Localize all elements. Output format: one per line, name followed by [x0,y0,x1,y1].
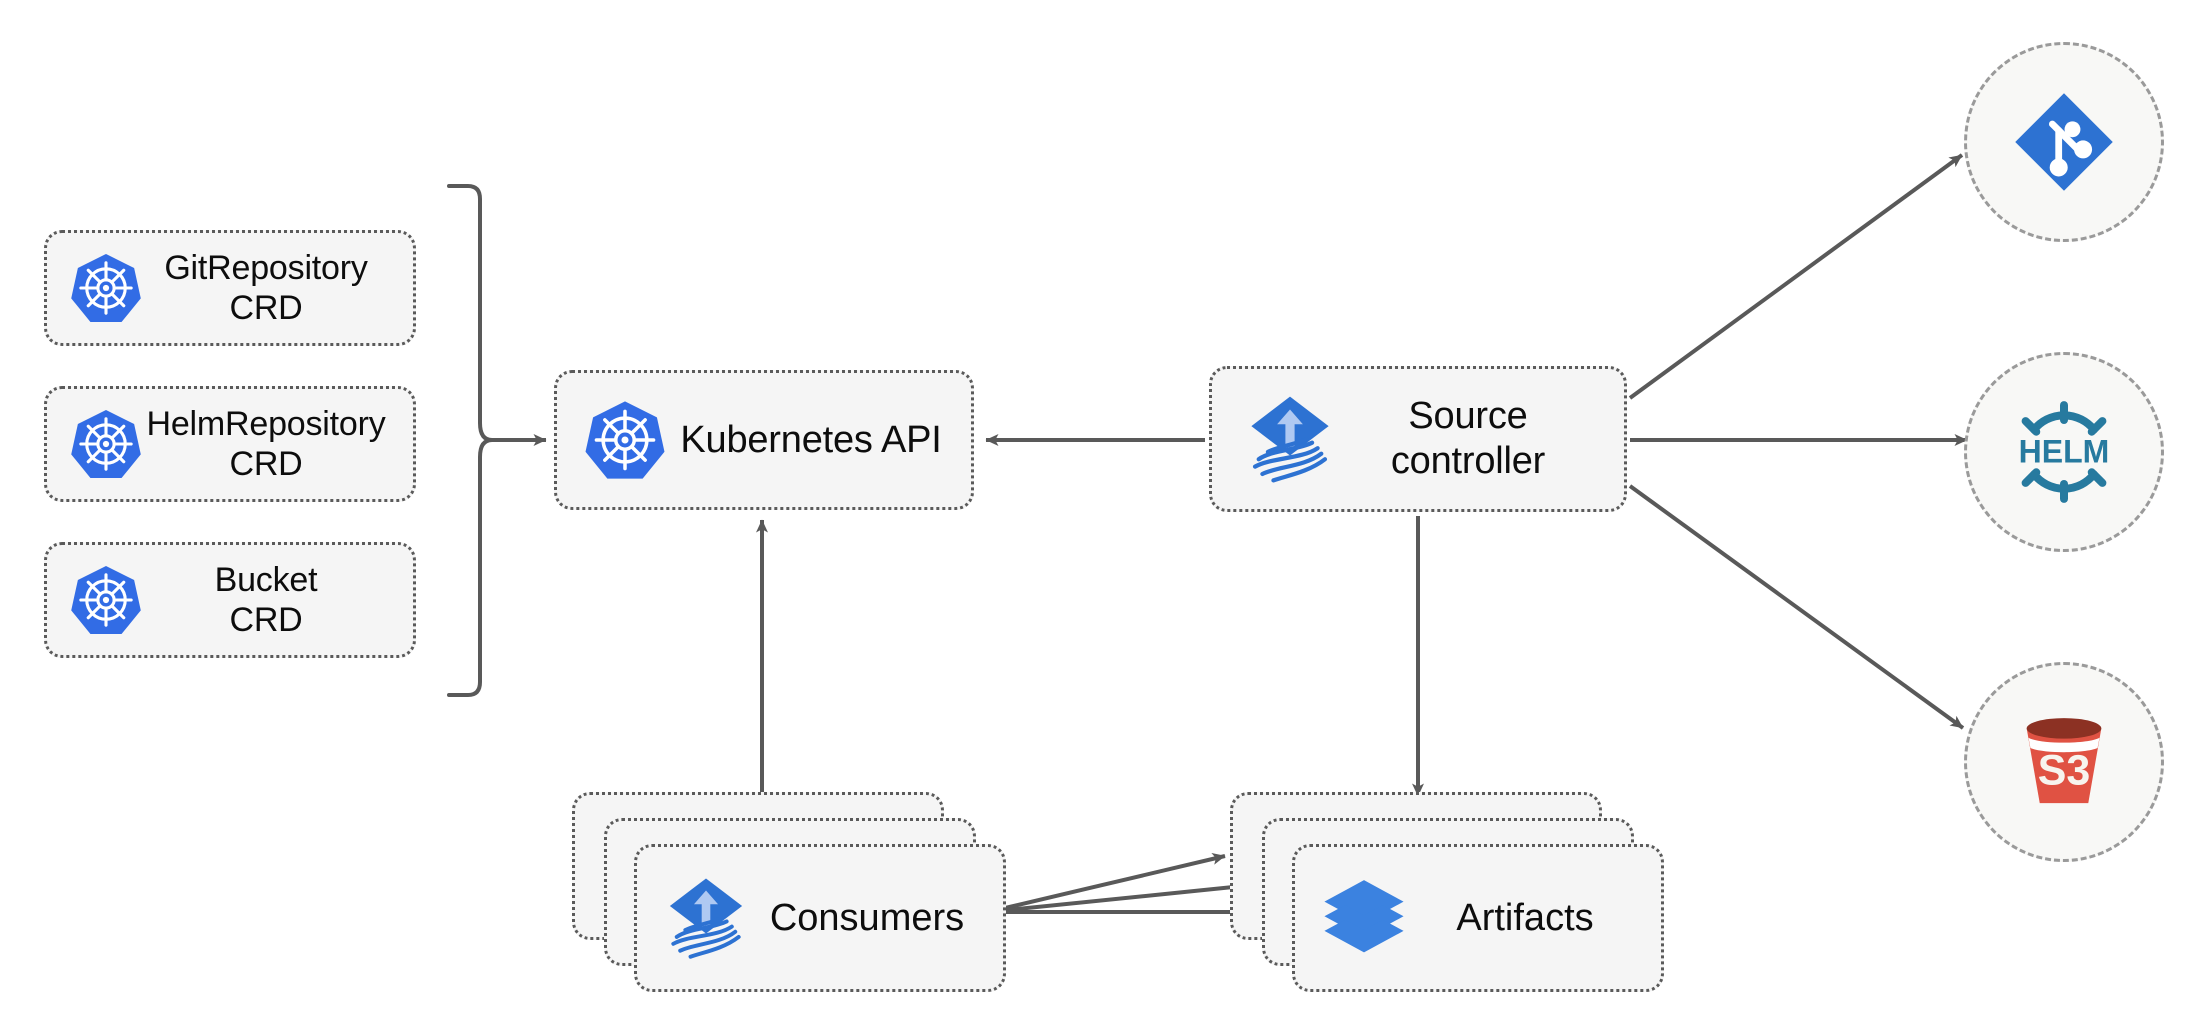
crd-card-label: Bucket CRD [214,560,318,639]
crd-card-label: GitRepository CRD [164,248,368,327]
node-label: Artifacts [1456,896,1594,939]
consumers-card-front[interactable]: Consumers [634,844,1006,992]
s3-icon: S3 [2008,706,2120,818]
crd-group-brace [447,184,547,697]
flux-icon [1244,393,1336,485]
artifacts-card-front[interactable]: Artifacts [1292,844,1664,992]
crd-card-bucket[interactable]: Bucket CRD [44,542,416,658]
kubernetes-icon [69,407,143,481]
source-circle-helm[interactable]: HELM [1964,352,2164,552]
crd-card-helmrepository[interactable]: HelmRepository CRD [44,386,416,502]
node-label: Kubernetes API [680,418,942,461]
node-artifacts-stack[interactable]: Artifacts [1230,792,1664,1002]
crd-card-label: HelmRepository CRD [146,404,386,483]
helm-icon: HELM [2000,388,2128,516]
source-circle-s3[interactable]: S3 [1964,662,2164,862]
s3-wordmark: S3 [2038,746,2091,794]
node-kubernetes-api[interactable]: Kubernetes API [554,370,974,510]
git-icon [2011,89,2117,195]
node-consumers-stack[interactable]: Consumers [572,792,1006,1002]
node-label: Source controller [1390,395,1546,482]
edge-source-to-sources [1628,153,1968,730]
node-source-controller[interactable]: Source controller [1209,366,1627,512]
kubernetes-icon [583,398,667,482]
helm-wordmark: HELM [2019,434,2110,470]
flux-icon [663,875,749,961]
kubernetes-icon [69,251,143,325]
node-label: Consumers [769,896,965,939]
kubernetes-icon [69,563,143,637]
layers-icon [1321,875,1407,961]
source-circle-git[interactable] [1964,42,2164,242]
crd-card-gitrepository[interactable]: GitRepository CRD [44,230,416,346]
